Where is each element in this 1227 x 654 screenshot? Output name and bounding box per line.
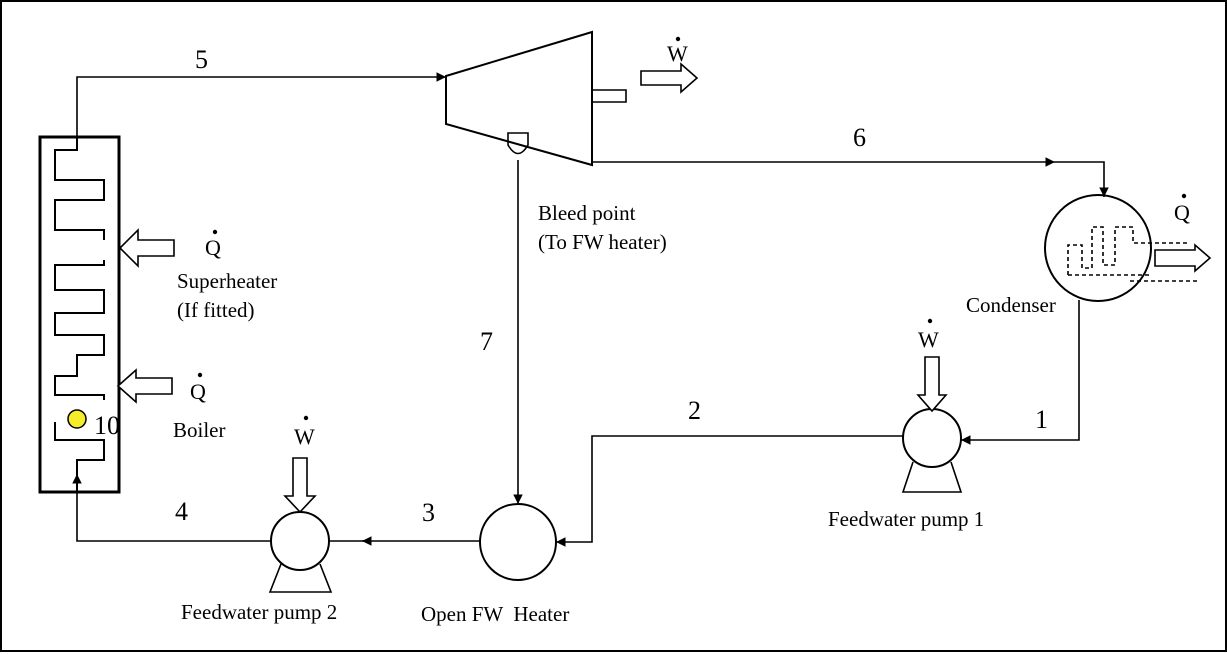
condenser-heat-label: Q [1174, 200, 1190, 225]
feedwater-pump-1 [901, 356, 963, 493]
turbine-work-arrow [640, 62, 699, 94]
boiler-heat-label: Q [190, 379, 206, 404]
state-3: 3 [422, 498, 435, 527]
condenser-heat-symbol: Q [1174, 193, 1190, 225]
condenser-coil [1067, 226, 1190, 276]
condenser [1044, 194, 1212, 302]
pipe-6-drop [1055, 161, 1109, 197]
state-6: 6 [853, 123, 866, 152]
pump-1-work-label: W [918, 327, 939, 352]
pump-2-work-symbol: W [294, 415, 315, 449]
turbine-shaft [592, 89, 627, 103]
if-fitted-label: (If fitted) [177, 298, 255, 322]
marker-dot [67, 409, 87, 429]
pump-1-work-arrow [916, 356, 948, 413]
superheater-label: Superheater [177, 269, 277, 293]
state-10: 10 [94, 411, 120, 440]
pump-2-casing [270, 511, 330, 571]
superheater-heat-label: Q [205, 235, 221, 260]
pump-2-work-label: W [294, 424, 315, 449]
boiler [38, 135, 121, 494]
turbine-work-label: W [667, 41, 688, 66]
feedwater-pump-1-label: Feedwater pump 1 [828, 507, 984, 531]
bleed-cup [507, 132, 529, 155]
feedwater-pump-2-label: Feedwater pump 2 [181, 600, 337, 624]
condenser-label: Condenser [966, 293, 1056, 317]
pump-1-casing [902, 408, 962, 468]
bleed-point-label: Bleed point [538, 201, 636, 225]
state-4: 4 [175, 497, 188, 526]
turbine-body [445, 30, 593, 167]
feedwater-pump-2 [268, 457, 333, 593]
boiler-casing [38, 135, 121, 494]
state-2: 2 [688, 396, 701, 425]
pump-1-base [901, 461, 963, 493]
superheater-heat-symbol: Q [205, 229, 221, 260]
boiler-tubes [54, 137, 105, 492]
pipe-4 [72, 474, 271, 542]
turbine [445, 30, 627, 167]
condenser-heat-arrow [1154, 243, 1212, 273]
state-5: 5 [195, 45, 208, 74]
boiler-heat-arrow [116, 368, 173, 404]
open-fw-heater-shell [479, 503, 557, 581]
pipe-1 [961, 300, 1080, 445]
open-fw-heater-label: Open FW Heater [421, 602, 569, 626]
boiler-label: Boiler [173, 418, 226, 442]
superheater-heat-arrow [118, 228, 175, 268]
pump-2-work-arrow [283, 457, 317, 514]
turbine-work-symbol: W [667, 36, 688, 66]
pump-1-work-symbol: W [918, 318, 939, 352]
pipe-5 [76, 72, 446, 137]
to-fw-heater-label: (To FW heater) [538, 230, 667, 254]
state-7: 7 [480, 327, 493, 356]
boiler-heat-symbol: Q [190, 372, 206, 404]
state-1: 1 [1035, 405, 1048, 434]
pipe-2 [556, 435, 903, 547]
condenser-shell [1044, 194, 1152, 302]
pump-2-base [268, 563, 333, 593]
